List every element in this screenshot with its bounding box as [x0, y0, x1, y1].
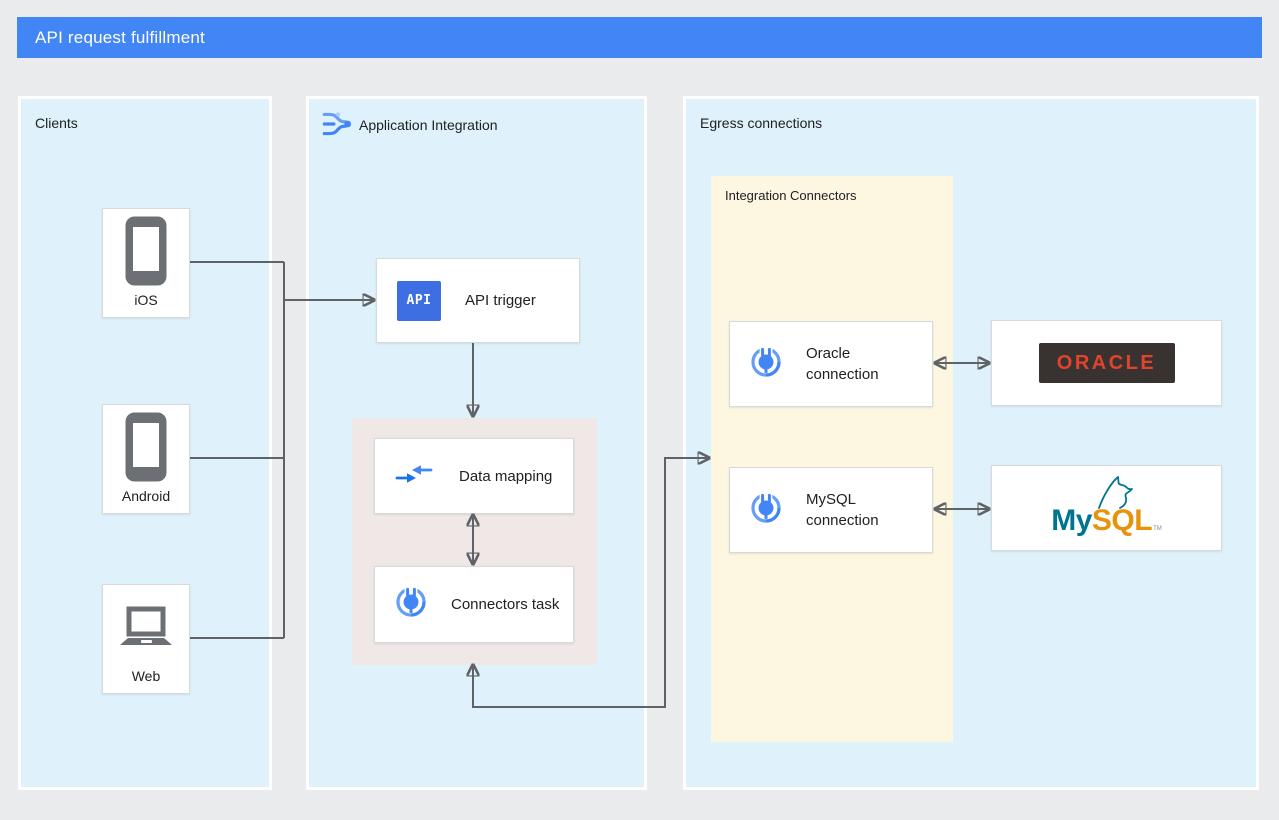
node-oracle-database: ORACLE: [991, 320, 1222, 406]
api-trigger-icon: API: [397, 280, 441, 321]
node-android: Android: [102, 404, 190, 514]
node-oracle-connection-label: Oracle connection: [806, 345, 879, 383]
node-android-label: Android: [121, 488, 171, 504]
mysql-logo: My SQL TM: [1051, 476, 1162, 538]
integration-connectors-box: Integration Connectors: [711, 176, 953, 742]
node-mysql-database: My SQL TM: [991, 465, 1222, 551]
node-mysql-connection-label: MySQL connection: [806, 491, 879, 529]
node-web: Web: [102, 584, 190, 694]
smartphone-icon: [124, 405, 168, 488]
node-connectors-task: Connectors task: [374, 566, 574, 643]
node-api-trigger-label: API trigger: [465, 292, 536, 309]
oracle-logo: ORACLE: [1038, 343, 1175, 383]
panel-application-integration-label: Application Integration: [359, 117, 498, 133]
banner-title: API request fulfillment: [35, 27, 205, 47]
node-api-trigger: API API trigger: [376, 258, 580, 343]
mysql-logo-my: My: [1051, 504, 1092, 537]
connector-plug-icon: [395, 586, 427, 623]
mysql-logo-tm: TM: [1153, 526, 1162, 532]
node-oracle-connection: Oracle connection: [729, 321, 933, 407]
node-ios: iOS: [102, 208, 190, 318]
node-data-mapping-label: Data mapping: [459, 467, 553, 485]
integration-connectors-label: Integration Connectors: [725, 188, 857, 203]
mysql-dolphin-icon: [1095, 474, 1143, 515]
data-mapping-icon: [395, 461, 433, 492]
laptop-icon: [118, 585, 174, 668]
node-web-label: Web: [131, 668, 161, 684]
panel-egress-connections-label: Egress connections: [700, 115, 823, 131]
mysql-logo-sql: SQL: [1091, 504, 1153, 537]
panel-clients-label: Clients: [35, 115, 78, 131]
node-ios-label: iOS: [134, 292, 158, 308]
connector-plug-icon: [750, 492, 782, 529]
node-data-mapping: Data mapping: [374, 438, 574, 514]
application-integration-icon: [319, 107, 353, 141]
node-mysql-connection: MySQL connection: [729, 467, 933, 553]
smartphone-icon: [124, 209, 168, 292]
banner: API request fulfillment: [17, 17, 1262, 58]
node-connectors-task-label: Connectors task: [451, 596, 560, 613]
connector-plug-icon: [750, 346, 782, 383]
